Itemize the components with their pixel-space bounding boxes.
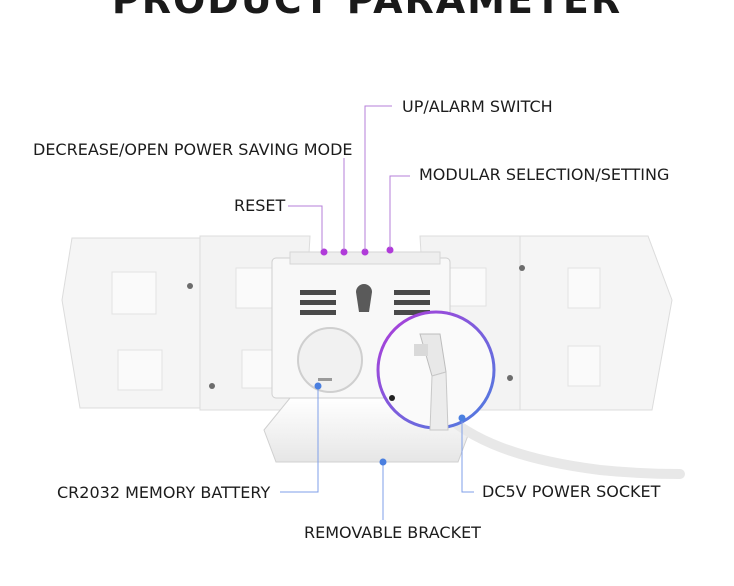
power-cable: [435, 405, 685, 479]
label-battery: CR2032 MEMORY BATTERY: [57, 483, 271, 502]
wall-hanger-icon: [356, 284, 372, 312]
label-decrease: DECREASE/OPEN POWER SAVING MODE: [33, 140, 353, 159]
vent-slot: [300, 300, 336, 305]
vent-slot: [394, 310, 430, 315]
screw: [187, 283, 193, 289]
digit-block-4: [519, 235, 673, 411]
battery-cover: [297, 327, 363, 393]
digit-window: [111, 271, 157, 315]
up-alarm-button: [361, 248, 369, 256]
leader-lines: [280, 105, 474, 520]
vent-slot: [300, 310, 336, 315]
digit-window: [117, 349, 163, 391]
screw: [519, 265, 525, 271]
digit-window: [567, 345, 601, 387]
label-socket: DC5V POWER SOCKET: [482, 482, 661, 501]
reset-button: [320, 248, 328, 256]
vent-slot: [300, 290, 336, 295]
vent-slot: [394, 300, 430, 305]
marker-dot: [458, 414, 466, 422]
page-title: PRODUCT PARAMETER: [111, 0, 623, 22]
screw: [507, 375, 513, 381]
label-bracket: REMOVABLE BRACKET: [304, 523, 481, 542]
digit-window: [567, 267, 601, 309]
digit-window: [235, 267, 277, 309]
label-reset: RESET: [234, 196, 286, 215]
modular-button: [386, 246, 394, 254]
marker-dot: [379, 458, 387, 466]
vent-slot: [394, 290, 430, 295]
label-modular: MODULAR SELECTION/SETTING: [419, 165, 670, 184]
socket-zoom: [376, 310, 496, 431]
screw: [209, 383, 215, 389]
decrease-button: [340, 248, 348, 256]
label-up-alarm: UP/ALARM SWITCH: [402, 97, 553, 116]
marker-dot: [314, 382, 322, 390]
digit-window: [447, 267, 487, 307]
